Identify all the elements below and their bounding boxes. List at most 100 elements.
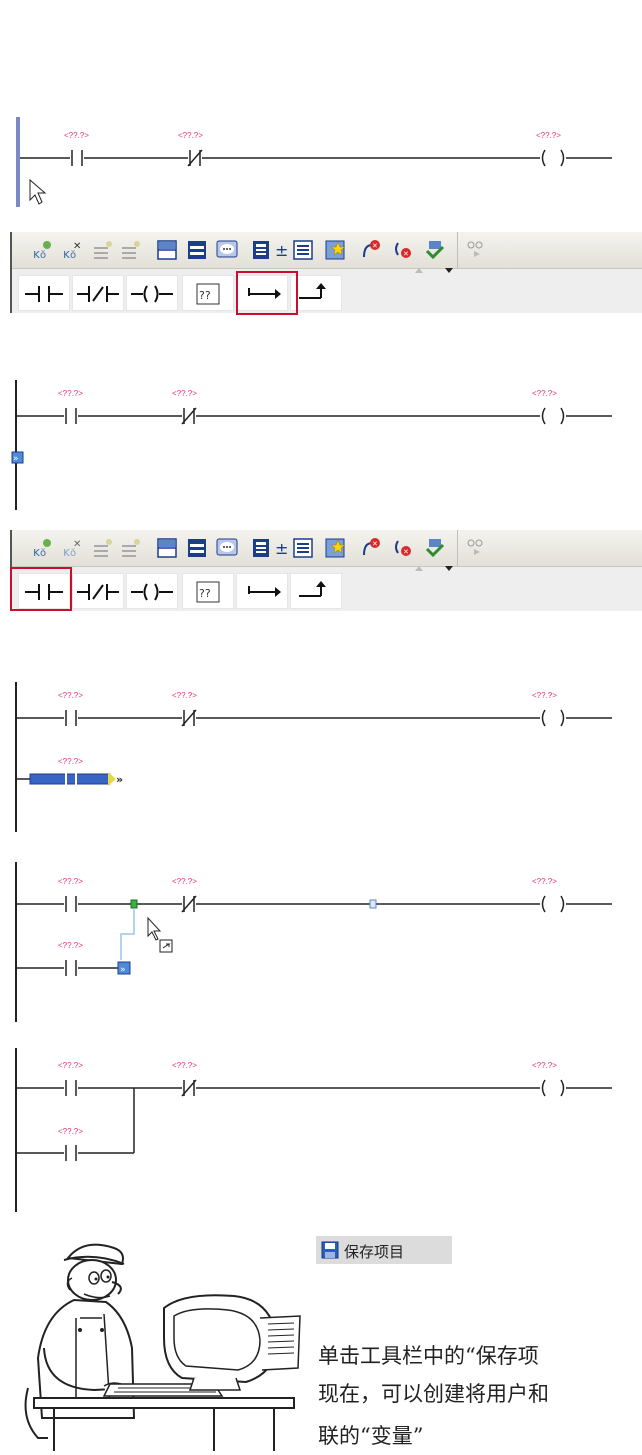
collapse-networks-icon[interactable] — [156, 537, 178, 559]
monitoring-icon[interactable] — [424, 537, 446, 559]
zoom-icon[interactable]: ± — [272, 239, 294, 261]
comment-icon[interactable] — [216, 537, 238, 559]
instruction-text-line-3: 联的“变量” — [318, 1424, 424, 1448]
ladder-network-4: <??.?> <??.?> <??.?> <??.?> » — [0, 862, 642, 1022]
coil-button[interactable] — [126, 573, 178, 609]
svg-text:ŏ: ŏ — [40, 547, 46, 559]
comment-icon[interactable] — [216, 239, 238, 261]
go-to-previous-error-icon[interactable]: ✕ — [392, 537, 414, 559]
chevron-up-icon[interactable] — [415, 558, 423, 571]
operand-tag: <??.?> — [58, 1127, 83, 1136]
delete-row-icon[interactable] — [120, 537, 142, 559]
connection-point-active — [130, 899, 138, 909]
selected-branch-contact — [29, 773, 111, 785]
go-to-next-error-icon[interactable]: ✕ — [360, 239, 382, 261]
expand-networks-icon[interactable] — [186, 239, 208, 261]
chevron-down-icon[interactable] — [445, 260, 453, 273]
connection-point — [369, 899, 377, 909]
svg-text:✕: ✕ — [403, 250, 409, 258]
operand-tag: <??.?> — [58, 757, 83, 766]
empty-box-button[interactable]: ?? — [182, 275, 234, 311]
svg-text:ŏ: ŏ — [70, 249, 76, 261]
power-rail-selected — [16, 117, 20, 207]
favorites-icon[interactable] — [324, 239, 346, 261]
normally-closed-contact-button[interactable] — [72, 573, 124, 609]
zoom-icon[interactable]: ± — [272, 537, 294, 559]
coil — [541, 149, 546, 167]
chevron-down-icon[interactable] — [445, 558, 453, 571]
operand-tag: <??.?> — [58, 691, 83, 700]
absolute-symbolic-icon[interactable] — [250, 239, 272, 261]
save-project-button[interactable]: 保存项目 — [316, 1236, 452, 1264]
svg-text:✕: ✕ — [403, 548, 409, 556]
normally-open-contact-button[interactable] — [18, 275, 70, 311]
save-disk-icon — [321, 1241, 339, 1259]
operand-tag: <??.?> — [64, 131, 89, 140]
ladder-network-2: <??.?> <??.?> <??.?> » — [0, 380, 642, 510]
instruction-text-line-1: 单击工具栏中的“保存项 — [318, 1344, 539, 1368]
svg-text:±: ± — [275, 539, 288, 558]
operand-tag: <??.?> — [532, 877, 557, 886]
highlight-open-branch — [236, 271, 298, 315]
svg-text:??: ?? — [199, 289, 211, 302]
absolute-symbolic-icon[interactable] — [250, 537, 272, 559]
operand-tag: <??.?> — [172, 877, 197, 886]
modify-icon[interactable] — [464, 537, 486, 559]
drag-branch-line — [120, 908, 135, 960]
go-to-previous-error-icon[interactable]: ✕ — [392, 239, 414, 261]
open-branch-button[interactable] — [236, 275, 288, 311]
mouse-cursor-icon — [29, 178, 47, 205]
svg-text:±: ± — [275, 241, 288, 260]
insert-row-icon[interactable] — [92, 239, 114, 261]
ladder-network-3: <??.?> <??.?> <??.?> <??.?> » — [0, 682, 642, 832]
svg-text:✕: ✕ — [372, 242, 378, 250]
highlight-normally-open-contact — [10, 567, 72, 611]
operand-tag: <??.?> — [532, 691, 557, 700]
svg-text:»: » — [13, 454, 19, 464]
operand-tag: <??.?> — [172, 691, 197, 700]
favorites-icon[interactable] — [324, 537, 346, 559]
chevron-up-icon[interactable] — [415, 260, 423, 273]
monitoring-icon[interactable] — [424, 239, 446, 261]
operand-tag: <??.?> — [58, 941, 83, 950]
svg-text:✕: ✕ — [73, 539, 81, 550]
insert-row-icon[interactable] — [92, 537, 114, 559]
ladder-network-1: <??.?> <??.?> <??.?> — [0, 112, 642, 212]
normally-open-contact-button[interactable] — [18, 573, 70, 609]
branch-open-icon — [11, 451, 24, 464]
collapse-networks-icon[interactable] — [156, 239, 178, 261]
display-favorites-icon[interactable] — [292, 537, 314, 559]
svg-text:ĸ: ĸ — [33, 545, 40, 559]
operand-tag: <??.?> — [536, 131, 561, 140]
operand-tag: <??.?> — [58, 877, 83, 886]
coil-button[interactable] — [126, 275, 178, 311]
svg-text:ŏ: ŏ — [40, 249, 46, 261]
svg-text:»: » — [116, 773, 123, 786]
delete-row-icon[interactable] — [120, 239, 142, 261]
display-favorites-icon[interactable] — [292, 239, 314, 261]
expand-networks-icon[interactable] — [186, 537, 208, 559]
operand-tag: <??.?> — [532, 1061, 557, 1070]
instruction-text-line-2: 现在，可以创建将用户和 — [318, 1382, 549, 1406]
close-branch-button[interactable] — [290, 573, 342, 609]
operand-tag: <??.?> — [532, 389, 557, 398]
cartoon-programmer-illustration — [14, 1238, 304, 1451]
svg-text:ĸ: ĸ — [33, 247, 40, 261]
svg-text:??: ?? — [199, 587, 211, 600]
empty-box-button[interactable]: ?? — [182, 573, 234, 609]
close-branch-button[interactable] — [290, 275, 342, 311]
normally-closed-contact-button[interactable] — [72, 275, 124, 311]
modify-icon[interactable] — [464, 239, 486, 261]
go-to-next-error-icon[interactable]: ✕ — [360, 537, 382, 559]
operand-tag: <??.?> — [58, 1061, 83, 1070]
svg-text:✕: ✕ — [372, 540, 378, 548]
operand-tag: <??.?> — [178, 131, 203, 140]
open-branch-button[interactable] — [236, 573, 288, 609]
operand-tag: <??.?> — [172, 389, 197, 398]
operand-tag: <??.?> — [58, 389, 83, 398]
ladder-network-5: <??.?> <??.?> <??.?> <??.?> — [0, 1048, 642, 1218]
